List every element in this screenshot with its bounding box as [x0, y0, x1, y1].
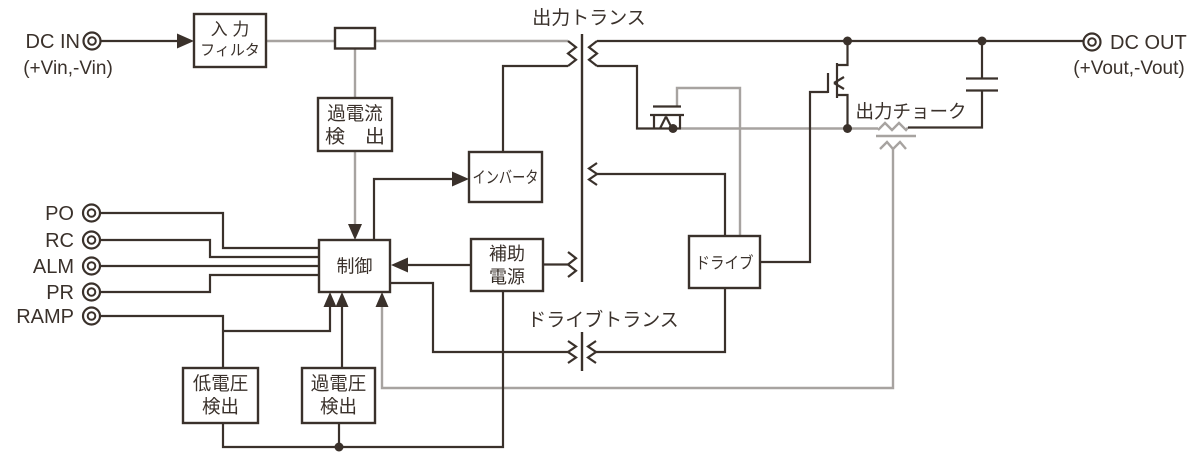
wire-gate-drive-right	[760, 90, 828, 264]
label-ramp: RAMP	[16, 306, 74, 328]
drive-transformer-symbol	[566, 332, 598, 371]
label-rc: RC	[45, 230, 74, 252]
wire-control-to-inverter	[372, 177, 453, 240]
label-aux-1: 補助	[489, 244, 525, 264]
block-overcurrent-detect	[316, 96, 394, 153]
capacitor-symbol	[908, 41, 998, 129]
label-output-transformer: 出力トランス	[532, 7, 646, 29]
wire-rc	[100, 238, 319, 259]
label-pr: PR	[46, 282, 74, 304]
block-overvoltage-detect	[300, 366, 377, 425]
terminal-pr	[81, 282, 102, 302]
wire-pr	[100, 273, 319, 294]
output-choke-symbol	[847, 121, 916, 151]
label-aux-2: 電源	[489, 267, 525, 287]
label-input-filter-2: フィルタ	[200, 42, 260, 59]
label-dc-in-sub: (+Vin,-Vin)	[23, 58, 113, 79]
output-transformer-symbol	[566, 34, 599, 282]
label-po: PO	[45, 203, 74, 225]
wire-inverter-to-primary	[501, 64, 568, 152]
arrow-into-control-right	[391, 257, 408, 273]
label-undervoltage-2: 検出	[202, 396, 239, 417]
block-aux-power	[469, 237, 545, 293]
wire-bottom-rail	[221, 291, 505, 449]
block-control	[317, 238, 392, 294]
terminal-ramp	[81, 306, 102, 326]
wire-secondary-bottom	[597, 64, 654, 130]
wire-po	[100, 211, 319, 250]
block-drive	[687, 234, 762, 290]
block-input-filter	[192, 12, 268, 69]
wire-winding3-to-drive	[597, 172, 727, 236]
label-dc-out-sub: (+Vout,-Vout)	[1073, 58, 1184, 79]
terminal-dc-in	[82, 31, 102, 51]
label-dc-out: DC OUT	[1110, 32, 1187, 54]
label-undervoltage-1: 低電圧	[193, 373, 249, 394]
terminal-po	[81, 203, 102, 223]
label-control: 制御	[337, 257, 373, 277]
wire-ramp	[100, 314, 225, 368]
wire-drive-secondary	[596, 288, 727, 354]
junction-dot-bottom	[334, 442, 344, 452]
wire-input-power-gray	[266, 39, 568, 98]
terminal-dc-out	[1082, 32, 1102, 52]
arrow-into-control-bottom-1	[323, 292, 337, 307]
mosfet-center	[650, 105, 684, 133]
label-output-choke: 出力チョーク	[855, 101, 966, 122]
label-overvoltage-2: 検出	[320, 396, 357, 417]
arrow-into-control-top	[348, 224, 362, 240]
arrow-into-control-bottom-3	[375, 292, 389, 307]
wire-choke-sense	[380, 149, 895, 390]
wire-gate-drive-left	[675, 86, 742, 236]
terminal-alm	[81, 256, 102, 276]
label-overcurrent-2: 検 出	[325, 126, 385, 147]
mosfet-right	[826, 41, 852, 133]
label-inverter: インバータ	[473, 168, 539, 187]
arrow-into-inverter	[452, 171, 469, 187]
arrow-into-filter	[177, 33, 194, 49]
component-sense-resistor	[333, 26, 377, 50]
label-dc-in: DC IN	[26, 31, 80, 53]
arrow-into-control-bottom-2	[335, 292, 349, 307]
wire-control-to-drive-transformer	[390, 281, 568, 354]
label-alm: ALM	[33, 256, 74, 278]
label-overcurrent-1: 過電流	[327, 103, 383, 124]
label-input-filter-1: 入 力	[211, 20, 250, 39]
terminal-rc	[81, 230, 102, 250]
label-overvoltage-1: 過電圧	[311, 373, 367, 394]
wire-ramp-to-control	[223, 306, 332, 333]
label-drive-transformer: ドライブトランス	[527, 308, 679, 331]
block-undervoltage-detect	[181, 366, 260, 425]
block-inverter	[467, 150, 544, 204]
label-drive: ドライブ	[696, 253, 754, 273]
